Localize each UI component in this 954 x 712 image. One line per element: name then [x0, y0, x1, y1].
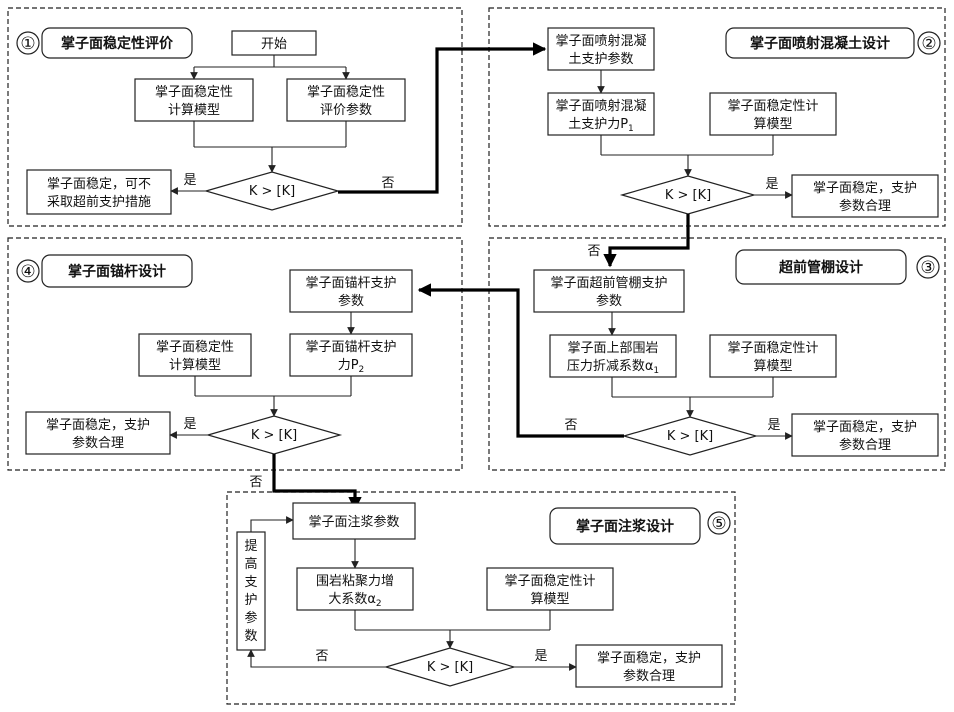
- s3-yes-label: 是: [767, 418, 780, 433]
- section-2-title: 掌子面喷射混凝土设计: [750, 35, 890, 52]
- s1-result-line1: 掌子面稳定，可不: [47, 176, 151, 192]
- section-4-number: ④: [20, 262, 35, 282]
- s5-raise-char: 高: [244, 556, 257, 572]
- s5-result-line1: 掌子面稳定，支护: [597, 650, 701, 666]
- s3-model-line2: 算模型: [753, 359, 792, 374]
- s5-coef-line1: 围岩粘聚力增: [316, 574, 394, 589]
- s1-decision-label: K > [K]: [249, 184, 295, 199]
- s2-force-line2: 土支护力P1: [568, 117, 634, 134]
- s5-raise-char: 参: [244, 610, 257, 626]
- s5-raise-char: 数: [244, 629, 257, 644]
- section-2-header: 掌子面喷射混凝土设计 ②: [726, 28, 940, 58]
- section-1-number: ①: [20, 34, 35, 54]
- s3-params-line1: 掌子面超前管棚支护: [550, 275, 667, 291]
- s5-coef-subscript: 2: [376, 599, 382, 609]
- s2-params-line2: 土支护参数: [568, 51, 633, 67]
- section-1-title: 掌子面稳定性评价: [61, 35, 174, 52]
- section-3-title: 超前管棚设计: [778, 259, 863, 276]
- s2-decision-label: K > [K]: [665, 188, 711, 203]
- s4-force-line2-main: 力P: [338, 358, 359, 373]
- section-1-header: ① 掌子面稳定性评价: [17, 28, 192, 58]
- section-4-header: ④ 掌子面锚杆设计: [17, 255, 192, 287]
- s4-yes-label: 是: [183, 417, 196, 432]
- s1-model-line2: 计算模型: [168, 103, 220, 118]
- s1-params-line2: 评价参数: [320, 102, 372, 118]
- s3-coef-line2: 压力折减系数α1: [567, 359, 659, 376]
- s2-result-line1: 掌子面稳定，支护: [813, 180, 917, 196]
- s5-model-line2: 算模型: [530, 592, 569, 607]
- s5-yes-label: 是: [534, 649, 547, 664]
- s4-force-line1: 掌子面锚杆支护: [305, 340, 396, 355]
- s5-result-line2: 参数合理: [623, 668, 675, 684]
- flow-s4-to-s5: [274, 454, 355, 509]
- s2-force-subscript: 1: [628, 124, 634, 134]
- s4-model-line1: 掌子面稳定性: [156, 339, 234, 355]
- s3-params-line2: 参数: [596, 293, 622, 309]
- s1-params-line1: 掌子面稳定性: [307, 84, 385, 100]
- s3-coef-line1: 掌子面上部围岩: [567, 341, 658, 356]
- s2-no-label: 否: [587, 244, 600, 259]
- s5-no-label: 否: [315, 649, 328, 664]
- s4-decision-label: K > [K]: [251, 428, 297, 443]
- section-4-title: 掌子面锚杆设计: [68, 263, 166, 280]
- flow-s2-to-s3: [610, 214, 688, 266]
- section-3-header: 超前管棚设计 ③: [736, 250, 939, 284]
- section-5-title: 掌子面注浆设计: [576, 518, 674, 535]
- s3-no-label: 否: [564, 418, 577, 433]
- s3-result-line2: 参数合理: [839, 437, 891, 453]
- s3-result-line1: 掌子面稳定，支护: [813, 419, 917, 435]
- section-3-number: ③: [920, 258, 935, 278]
- s1-result-line2: 采取超前支护措施: [47, 194, 151, 210]
- section-2-number: ②: [921, 34, 936, 54]
- s5-model-line1: 掌子面稳定性计: [504, 573, 595, 589]
- s4-model-line2: 计算模型: [169, 358, 221, 373]
- s4-params-line2: 参数: [338, 293, 364, 309]
- s5-params-label: 掌子面注浆参数: [308, 514, 399, 530]
- s5-loop-arrow: [251, 520, 293, 532]
- s3-decision-label: K > [K]: [667, 429, 713, 444]
- s2-params-line1: 掌子面喷射混凝: [555, 33, 646, 49]
- s2-result-line2: 参数合理: [839, 198, 891, 214]
- s1-no-label: 否: [381, 176, 394, 191]
- section-5-header: 掌子面注浆设计 ⑤: [550, 508, 730, 544]
- s2-model-line1: 掌子面稳定性计: [727, 98, 818, 114]
- s5-coef-line2-main: 大系数α: [328, 592, 376, 607]
- s5-raise-char: 护: [244, 593, 257, 608]
- s5-raise-char: 支: [244, 575, 257, 590]
- s3-model-line1: 掌子面稳定性计: [727, 340, 818, 356]
- s3-coef-subscript: 1: [653, 366, 659, 376]
- s2-force-line1: 掌子面喷射混凝: [555, 98, 646, 114]
- s4-force-subscript: 2: [359, 365, 365, 375]
- start-label: 开始: [261, 37, 287, 52]
- s4-params-line1: 掌子面锚杆支护: [305, 276, 396, 291]
- section-5-number: ⑤: [711, 514, 726, 534]
- s5-decision-label: K > [K]: [427, 660, 473, 675]
- s2-force-line2-main: 土支护力P: [568, 117, 628, 132]
- s2-yes-label: 是: [765, 177, 778, 192]
- s5-raise-char: 提: [244, 538, 257, 554]
- s1-model-line1: 掌子面稳定性: [155, 84, 233, 100]
- s4-result-line1: 掌子面稳定，支护: [46, 417, 150, 433]
- s3-coef-line2-main: 压力折减系数α: [567, 359, 654, 374]
- s5-coef-line2: 大系数α2: [328, 592, 381, 609]
- s1-yes-label: 是: [183, 173, 196, 188]
- s2-model-line2: 算模型: [753, 117, 792, 132]
- s4-result-line2: 参数合理: [72, 435, 124, 451]
- s4-no-label: 否: [249, 475, 262, 490]
